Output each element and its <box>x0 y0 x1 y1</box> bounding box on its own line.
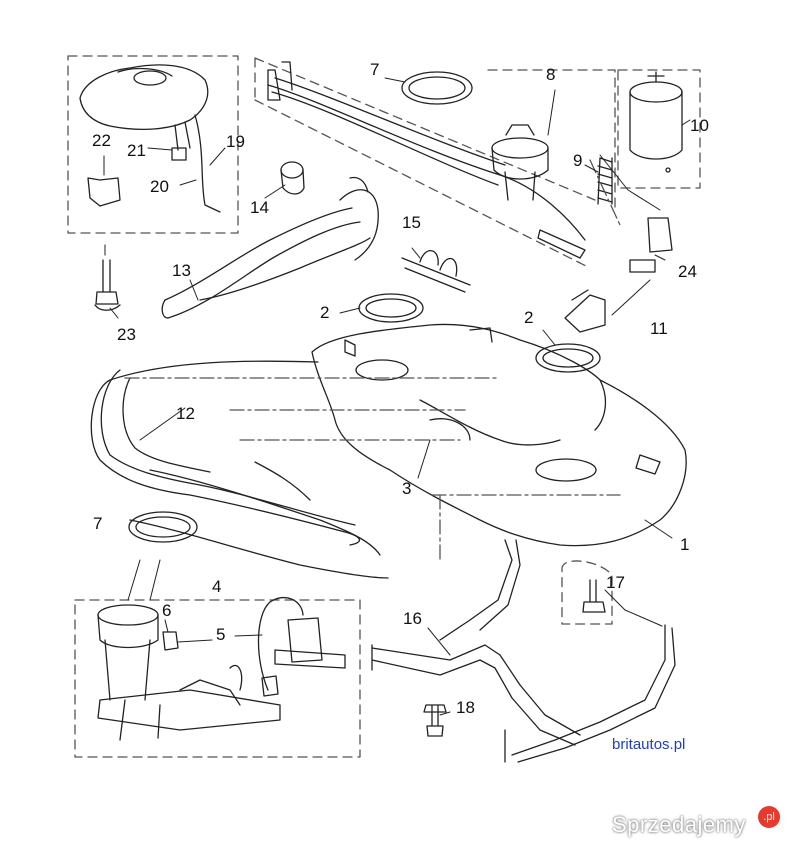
group-box-8 <box>487 69 616 211</box>
callout-21: 21 <box>127 141 146 160</box>
callout-9: 9 <box>573 151 583 170</box>
alignment-lines <box>104 159 621 561</box>
callout-14: 14 <box>250 198 269 217</box>
part-grommet-14 <box>280 161 305 195</box>
callout-19: 19 <box>226 132 245 151</box>
group-box-10 <box>617 69 701 189</box>
part-connector-24 <box>629 217 673 273</box>
callout-12: 12 <box>176 404 195 423</box>
watermark-badge: .pl <box>758 806 780 828</box>
part-strap-16 <box>371 539 676 763</box>
callout-4: 4 <box>212 577 222 596</box>
group-box-4 <box>74 599 361 758</box>
callout-2-right: 2 <box>524 308 534 327</box>
part-clip-15 <box>401 250 471 293</box>
part-bolt-18 <box>423 704 447 737</box>
callout-1: 1 <box>680 535 690 554</box>
callout-23: 23 <box>117 325 136 344</box>
source-credit: britautos.pl <box>612 736 686 753</box>
callout-5: 5 <box>216 625 226 644</box>
part-seal-ring-7-top <box>401 71 473 105</box>
callout-10: 10 <box>690 116 709 135</box>
callout-6: 6 <box>162 601 172 620</box>
callout-15: 15 <box>402 213 421 232</box>
watermark-text: Sprzedajemy <box>612 812 746 837</box>
part-seal-ring-2 <box>358 293 601 373</box>
callout-2-top: 2 <box>320 303 330 322</box>
callout-3: 3 <box>402 479 412 498</box>
part-seal-ring-7-bottom <box>128 511 198 543</box>
part-clip-6 <box>162 631 179 651</box>
part-filler-housing <box>79 64 221 213</box>
callout-20: 20 <box>150 177 169 196</box>
part-filter-10 <box>629 71 683 173</box>
part-bracket-11 <box>564 289 606 333</box>
part-13-filler-pipe <box>161 176 379 319</box>
callout-16: 16 <box>403 609 422 628</box>
part-pump-module-8 <box>491 124 549 201</box>
callout-22: 22 <box>92 131 111 150</box>
part-pump-assembly-4 <box>97 604 281 741</box>
leader-lines <box>103 77 691 716</box>
group-box-17 <box>561 560 613 625</box>
group-box-19-22 <box>67 55 239 234</box>
callout-18: 18 <box>456 698 475 717</box>
callout-13: 13 <box>172 261 191 280</box>
callout-7-bottom: 7 <box>93 514 103 533</box>
part-bolt-17 <box>582 579 606 613</box>
part-fuel-tank-1 <box>311 323 687 547</box>
part-fuel-lines-12 <box>90 360 389 579</box>
part-fuel-lines-upper <box>267 61 586 259</box>
callout-17: 17 <box>606 573 625 592</box>
part-pump-5 <box>257 597 346 697</box>
callout-24: 24 <box>678 262 697 281</box>
callout-7-top: 7 <box>370 60 380 79</box>
part-bolt-23 <box>94 259 121 311</box>
fuel-line-group-box <box>254 57 596 269</box>
callout-8: 8 <box>546 65 556 84</box>
part-spring-9 <box>597 157 613 205</box>
callout-11: 11 <box>650 319 668 338</box>
